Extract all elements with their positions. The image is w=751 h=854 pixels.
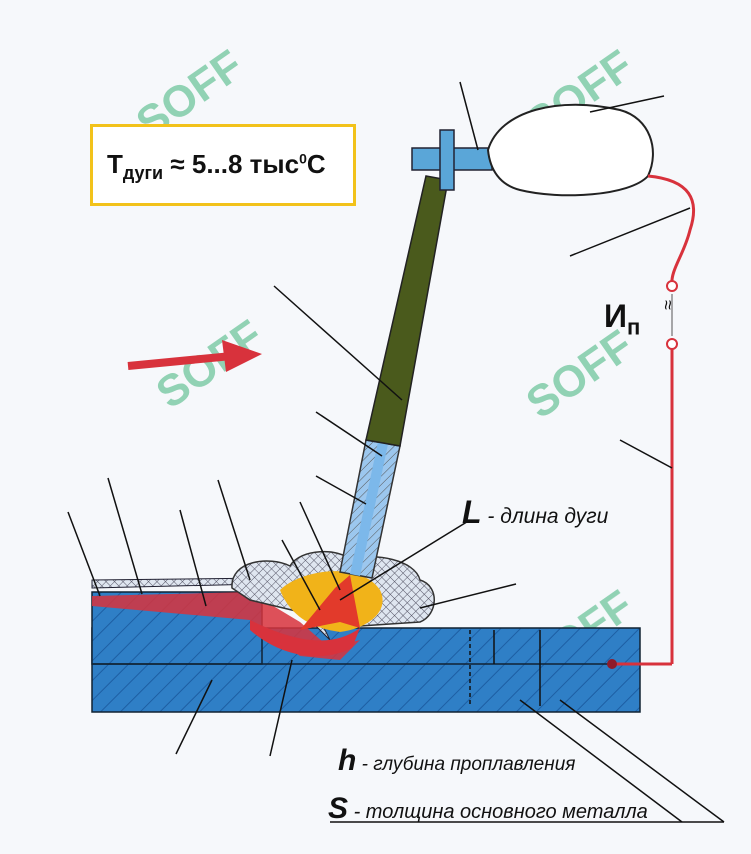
penetration-depth-label: h - глубина проплавления [338, 744, 576, 777]
ground-connection [607, 659, 617, 669]
electrode-core [350, 442, 388, 576]
welding-arc [300, 575, 360, 630]
penetration-pool [250, 620, 360, 657]
electrode-rod [365, 175, 449, 447]
hand [486, 103, 654, 197]
terminal-bottom [666, 338, 678, 350]
dimension-lines [469, 630, 541, 706]
metal-thickness-label: S - толщина основного металла [328, 792, 648, 825]
voltage-label: Ип [604, 298, 641, 340]
current-type-label: ≈ [658, 300, 678, 310]
arc-temperature-box: Tдуги ≈ 5...8 тыс0С [90, 124, 356, 206]
pointer-lines [67, 81, 725, 823]
arc-length-label: L - длина дуги [462, 494, 609, 530]
arc-temperature: Tдуги ≈ 5...8 тыс0С [107, 149, 326, 184]
welding-cable [647, 174, 696, 287]
terminal-top [666, 280, 678, 292]
direction-arrow [127, 340, 262, 372]
